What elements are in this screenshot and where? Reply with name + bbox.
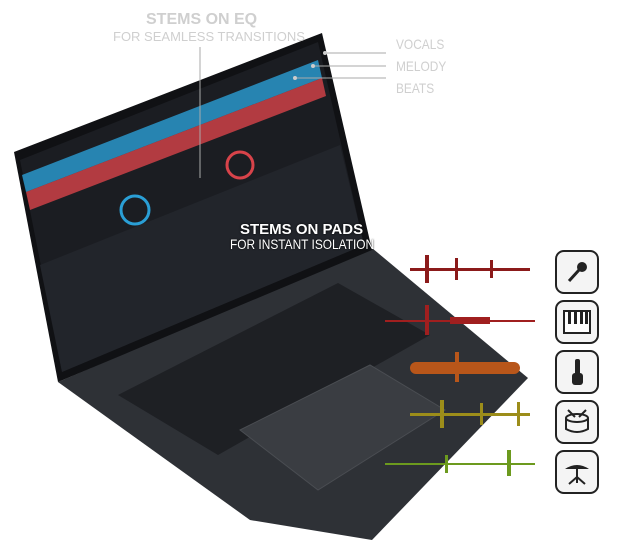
jog-wheel-left xyxy=(119,194,151,226)
stem-label-beats: BEATS xyxy=(396,80,435,96)
melody-waveform xyxy=(385,305,535,335)
cymbal-icon xyxy=(555,450,599,494)
waveform-blue xyxy=(22,60,322,192)
cymbal-waveform xyxy=(385,450,535,476)
jog-wheel-right xyxy=(225,150,255,180)
microphone-icon xyxy=(555,250,599,294)
piano-keys-icon xyxy=(555,300,599,344)
vocals-waveform xyxy=(410,255,530,283)
bass-guitar-icon xyxy=(555,350,599,394)
bass-waveform xyxy=(410,352,520,382)
browser-panel xyxy=(40,145,364,372)
stem-label-vocals: VOCALS xyxy=(396,36,445,52)
trackpad xyxy=(239,364,446,491)
drums-waveform xyxy=(410,400,530,428)
keyboard xyxy=(118,283,430,455)
stems-on-eq-title: STEMS ON EQ xyxy=(146,11,258,28)
stems-on-pads-title: STEMS ON PADS xyxy=(240,221,364,238)
stem-label-melody: MELODY xyxy=(396,58,447,74)
waveform-red xyxy=(26,78,326,210)
stems-on-pads-subtitle: FOR INSTANT ISOLATION xyxy=(230,236,375,252)
stems-on-eq-subtitle: FOR SEAMLESS TRANSITIONS xyxy=(113,29,305,44)
drum-icon xyxy=(555,400,599,444)
